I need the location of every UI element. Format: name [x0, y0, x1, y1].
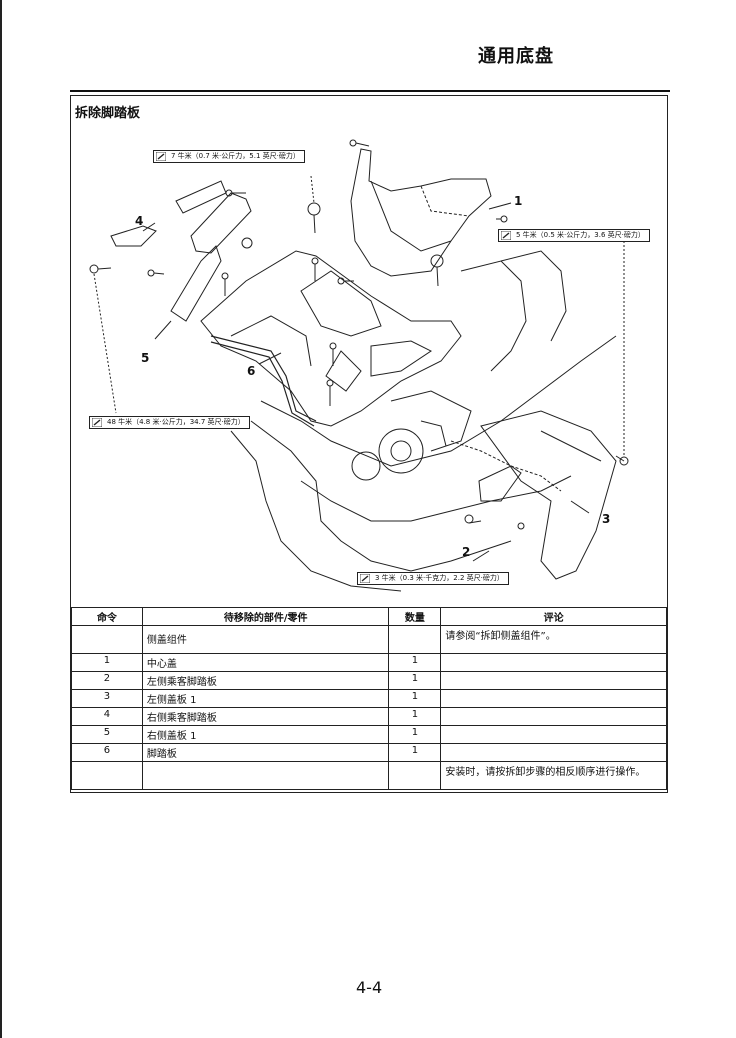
cell-qty: 1 — [388, 689, 442, 708]
torque-spec-7nm: 7 牛米（0.7 米·公斤力，5.1 英尺·磅力） — [153, 150, 305, 163]
callout-3: 3 — [602, 512, 611, 526]
cell-part: 右侧乘客脚踏板 — [141, 707, 390, 726]
callout-4: 4 — [135, 214, 144, 228]
table-row: 5 右侧盖板 1 1 — [71, 725, 667, 744]
cell-order: 1 — [71, 653, 143, 672]
cell-qty: 1 — [388, 725, 442, 744]
cell-order: 2 — [71, 671, 143, 690]
chapter-title: 通用底盘 — [478, 46, 554, 67]
cell-qty: 1 — [388, 743, 442, 762]
torque-text: 7 牛米（0.7 米·公斤力，5.1 英尺·磅力） — [171, 152, 300, 160]
procedure-frame: 拆除脚踏板 — [70, 95, 668, 793]
cell-qty: 1 — [388, 671, 442, 690]
callout-5: 5 — [141, 351, 150, 365]
cell-order: 5 — [71, 725, 143, 744]
section-title: 拆除脚踏板 — [75, 106, 141, 121]
table-row: 2 左侧乘客脚踏板 1 — [71, 671, 667, 690]
table-row: 6 脚踏板 1 — [71, 743, 667, 762]
cell-order — [71, 625, 143, 654]
cell-note — [440, 743, 667, 762]
callout-1: 1 — [514, 194, 523, 208]
cell-qty: 1 — [388, 653, 442, 672]
header-order: 命令 — [71, 607, 143, 626]
torque-spec-3nm: 3 牛米（0.3 米·千克力，2.2 英尺·磅力） — [357, 572, 509, 585]
cell-note — [440, 689, 667, 708]
cell-qty — [388, 625, 442, 654]
callout-2: 2 — [462, 545, 471, 559]
cell-part: 左侧乘客脚踏板 — [141, 671, 390, 690]
cell-note — [440, 725, 667, 744]
header-part: 待移除的部件/零件 — [141, 607, 390, 626]
header-rule — [70, 90, 670, 92]
table-row: 安装时，请按拆卸步骤的相反顺序进行操作。 — [71, 761, 667, 790]
table-row: 4 右侧乘客脚踏板 1 — [71, 707, 667, 726]
cell-order: 6 — [71, 743, 143, 762]
torque-text: 48 牛米（4.8 米·公斤力，34.7 英尺·磅力） — [107, 418, 245, 426]
cell-order: 4 — [71, 707, 143, 726]
removal-parts-table: 命令 待移除的部件/零件 数量 评论 侧盖组件 请参阅“拆卸侧盖组件”。 1 中… — [71, 607, 667, 790]
torque-text: 3 牛米（0.3 米·千克力，2.2 英尺·磅力） — [375, 574, 504, 582]
cell-part: 侧盖组件 — [141, 625, 390, 654]
wrench-icon — [156, 152, 166, 161]
table-row: 3 左侧盖板 1 1 — [71, 689, 667, 708]
torque-spec-48nm: 48 牛米（4.8 米·公斤力，34.7 英尺·磅力） — [89, 416, 250, 429]
header-comment: 评论 — [440, 607, 667, 626]
wrench-icon — [360, 574, 370, 583]
cell-qty — [388, 761, 442, 790]
cell-note: 安装时，请按拆卸步骤的相反顺序进行操作。 — [440, 761, 667, 790]
cell-order: 3 — [71, 689, 143, 708]
cell-qty: 1 — [388, 707, 442, 726]
torque-spec-5nm: 5 牛米（0.5 米·公斤力，3.6 英尺·磅力） — [498, 229, 650, 242]
torque-text: 5 牛米（0.5 米·公斤力，3.6 英尺·磅力） — [516, 231, 645, 239]
header-quantity: 数量 — [388, 607, 442, 626]
wrench-icon — [501, 231, 511, 240]
cell-order — [71, 761, 143, 790]
cell-note: 请参阅“拆卸侧盖组件”。 — [440, 625, 667, 654]
cell-part — [141, 761, 390, 790]
callout-6: 6 — [247, 364, 256, 378]
cell-part: 脚踏板 — [141, 743, 390, 762]
cell-part: 左侧盖板 1 — [141, 689, 390, 708]
cell-part: 右侧盖板 1 — [141, 725, 390, 744]
cell-note — [440, 671, 667, 690]
page-left-border — [0, 0, 2, 1038]
table-header-row: 命令 待移除的部件/零件 数量 评论 — [71, 607, 667, 626]
table-row: 1 中心盖 1 — [71, 653, 667, 672]
cell-note — [440, 653, 667, 672]
exploded-view-diagram — [89, 139, 629, 592]
cell-note — [440, 707, 667, 726]
page-number: 4-4 — [356, 978, 383, 997]
cell-part: 中心盖 — [141, 653, 390, 672]
wrench-icon — [92, 418, 102, 427]
table-row: 侧盖组件 请参阅“拆卸侧盖组件”。 — [71, 625, 667, 654]
